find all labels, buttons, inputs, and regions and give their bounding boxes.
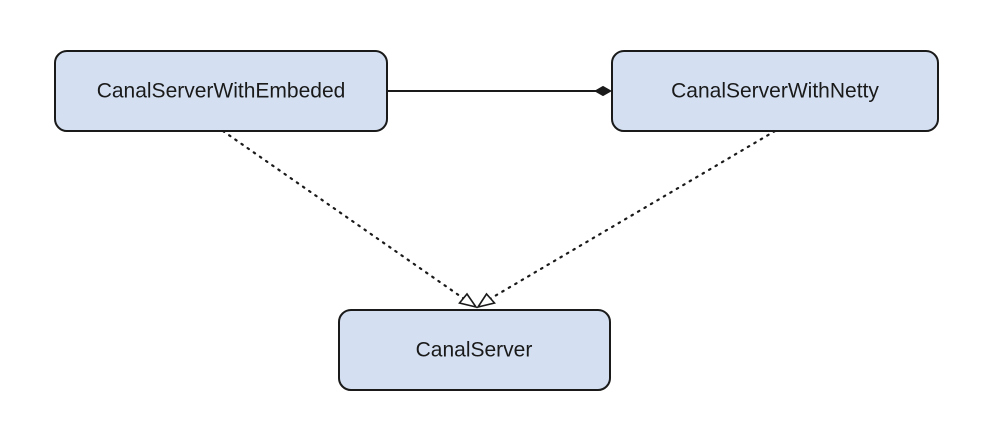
class-node-canal-server-with-embeded: CanalServerWithEmbeded — [54, 50, 388, 132]
composition-diamond — [593, 85, 613, 97]
class-node-label: CanalServer — [416, 339, 533, 362]
class-node-label: CanalServerWithEmbeded — [97, 80, 346, 103]
class-node-box — [611, 50, 939, 132]
class-node-label: CanalServerWithNetty — [671, 80, 879, 103]
class-node-box — [338, 309, 611, 391]
class-node-canal-server: CanalServer — [338, 309, 611, 391]
class-node-canal-server-with-netty: CanalServerWithNetty — [611, 50, 939, 132]
class-node-box — [54, 50, 388, 132]
realization-edge-netty-server — [481, 129, 777, 305]
realization-arrowhead-right — [476, 292, 496, 309]
realization-edge-embedded-server — [221, 129, 472, 305]
realization-arrowhead-left — [458, 292, 478, 309]
